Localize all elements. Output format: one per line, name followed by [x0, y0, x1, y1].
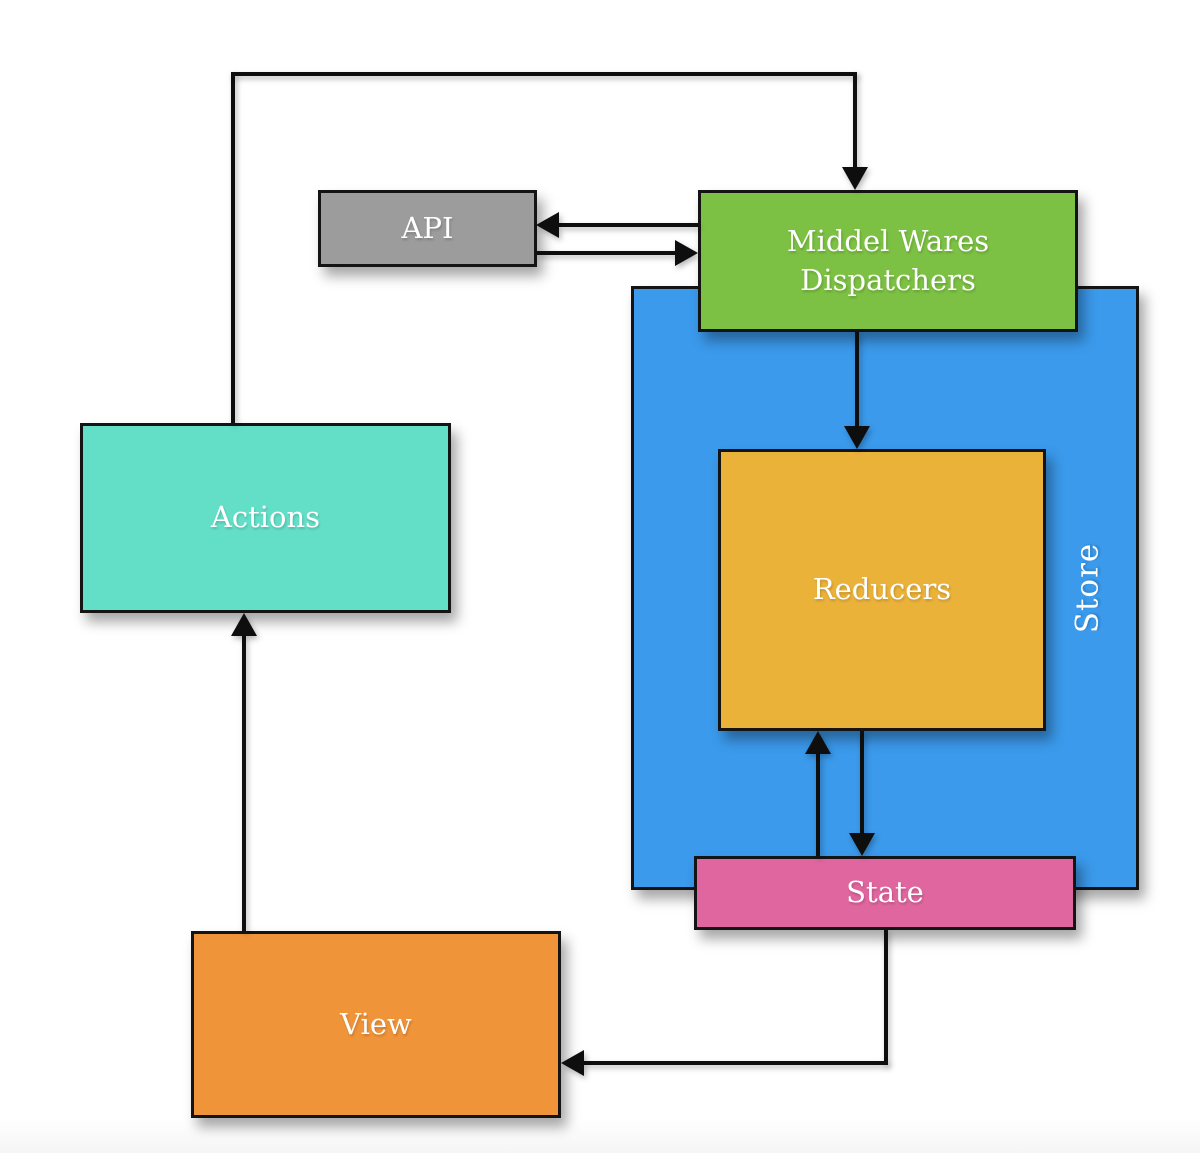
edge-api-to-middlewares	[537, 251, 676, 255]
arrowhead-into-actions-bottom	[231, 613, 257, 636]
edge-middlewares-to-api	[559, 223, 698, 227]
node-api: API	[318, 190, 537, 267]
node-middlewares-dispatchers: Middel Wares Dispatchers	[698, 190, 1078, 332]
view-label: View	[340, 1006, 412, 1041]
arrowhead-into-view-right	[561, 1050, 584, 1076]
arrowhead-into-reducers-bottom	[805, 731, 831, 754]
middlewares-label-line2: Dispatchers	[800, 263, 976, 297]
node-reducers: Reducers	[718, 449, 1046, 731]
edge-reducers-to-state	[860, 731, 864, 834]
edge-state-to-view-segment-down	[884, 930, 888, 1065]
arrowhead-into-middlewares-left	[675, 240, 698, 266]
edge-middlewares-to-reducers	[855, 332, 859, 427]
node-actions: Actions	[80, 423, 451, 613]
node-state: State	[694, 856, 1076, 930]
actions-label: Actions	[210, 500, 321, 535]
reducers-label: Reducers	[812, 572, 952, 607]
edge-actions-to-middlewares-segment-down	[853, 72, 857, 169]
arrowhead-into-reducers-top	[844, 426, 870, 449]
api-label: API	[401, 210, 454, 245]
edge-actions-to-middlewares-segment-across	[231, 72, 857, 76]
edge-state-to-view-segment-left	[582, 1061, 888, 1065]
edge-view-to-actions	[242, 634, 246, 931]
state-label: State	[846, 875, 924, 910]
node-view: View	[191, 931, 561, 1118]
arrowhead-into-api	[536, 212, 559, 238]
edge-actions-to-middlewares-segment-up	[231, 72, 235, 423]
arrowhead-into-middlewares-top	[842, 167, 868, 190]
middlewares-label-line1: Middel Wares	[786, 223, 990, 258]
store-label: Store	[1069, 542, 1106, 634]
edge-state-to-reducers	[816, 753, 820, 856]
arrowhead-into-state-top	[849, 833, 875, 856]
